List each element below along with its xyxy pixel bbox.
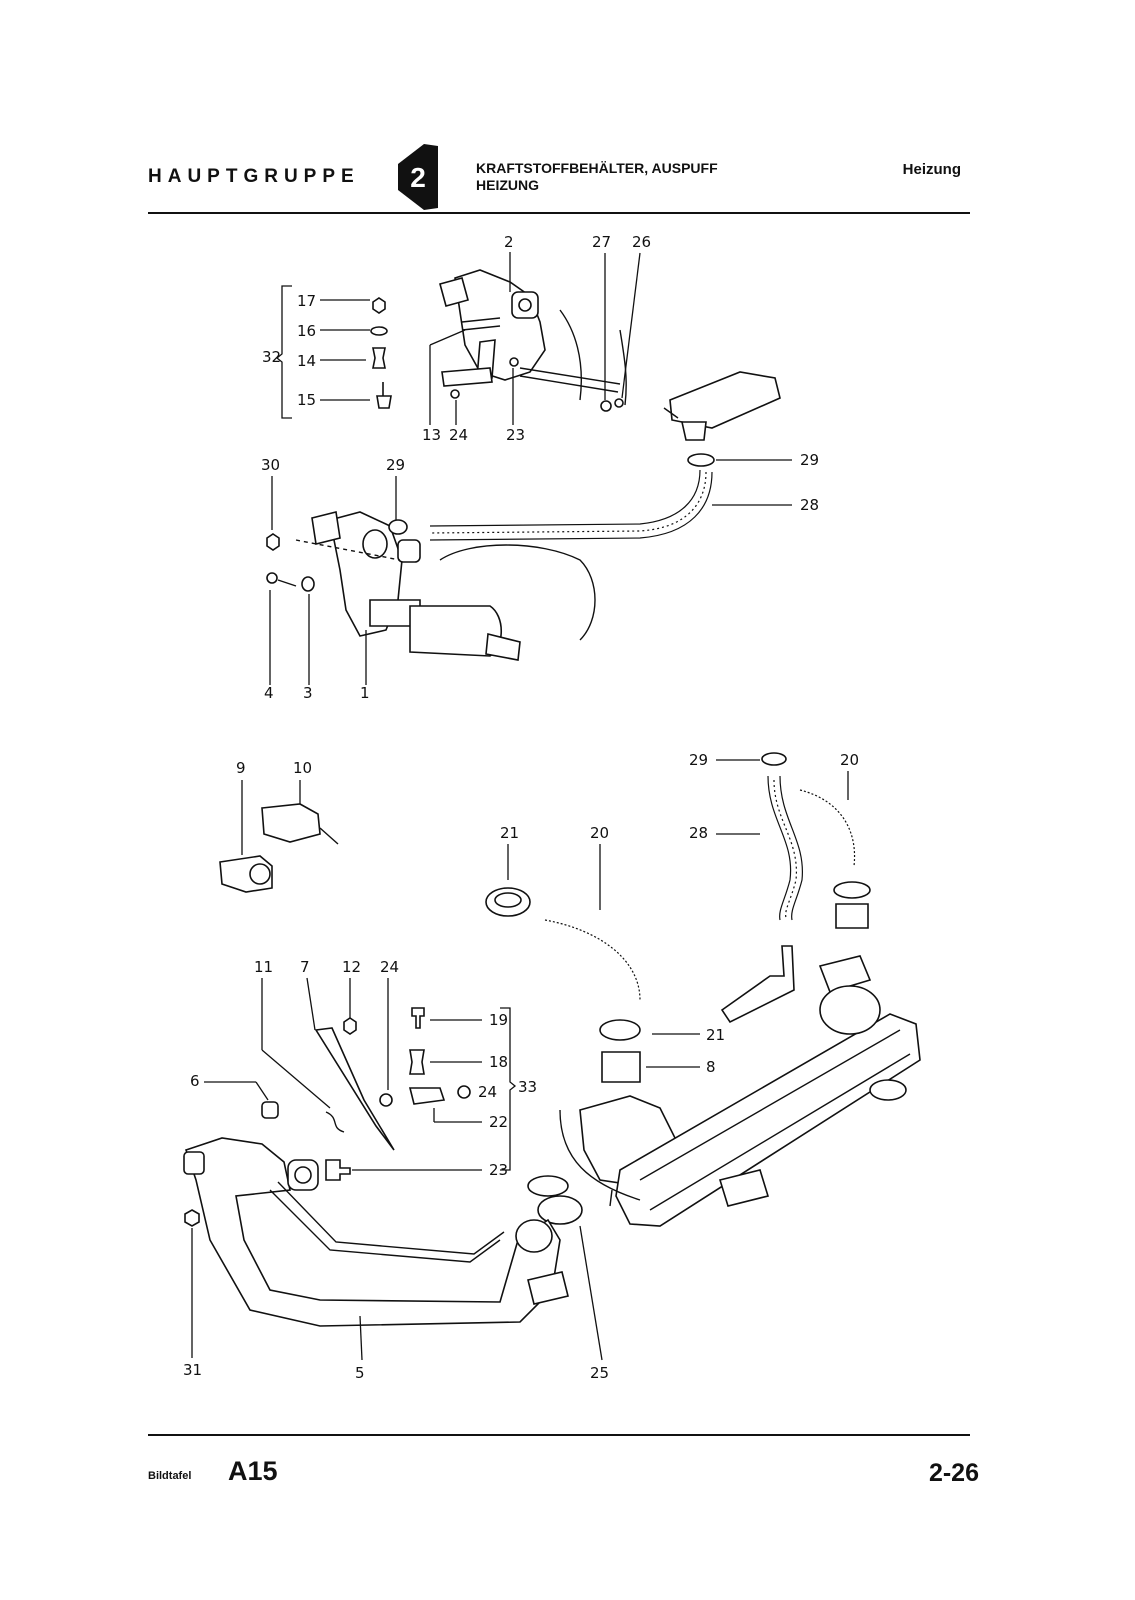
control-cable: [519, 367, 621, 393]
nut-part-30: [266, 533, 280, 551]
sleeve-part-8: [601, 1051, 641, 1083]
heater-hose-28-upper: [429, 469, 713, 541]
bolt-part-4: [266, 572, 278, 584]
callout-22: 22: [489, 1113, 508, 1131]
group-32-bracket: [275, 285, 292, 419]
callout-16: 16: [297, 322, 316, 340]
callout-32: 32: [262, 348, 281, 366]
callout-12: 12: [342, 958, 361, 976]
callout-18: 18: [489, 1053, 508, 1071]
callout-23: 23: [489, 1161, 508, 1179]
callout-21-top: 21: [500, 824, 519, 842]
header-rule: [148, 212, 970, 214]
muffler-flange: [818, 955, 872, 993]
bolt-part-15: [376, 382, 392, 409]
lower-assembly: 9 10 29 20 28 21 20 11 7 12: [183, 751, 921, 1382]
callout-2: 2: [504, 233, 514, 251]
callout-7: 7: [300, 958, 310, 976]
bush-part-6: [261, 1101, 279, 1119]
group-number: 2: [410, 162, 426, 193]
callout-20-center: 20: [590, 824, 609, 842]
main-group-label: HAUPTGRUPPE: [148, 166, 360, 187]
subsection-label: Heizung: [902, 161, 961, 178]
section-title: KRAFTSTOFFBEHÄLTER, AUSPUFF HEIZUNG: [476, 160, 718, 194]
callout-28-right: 28: [800, 496, 819, 514]
muffler: [615, 1013, 921, 1227]
callout-24-top: 24: [449, 426, 468, 444]
callout-33: 33: [518, 1078, 537, 1096]
callout-24-group: 24: [478, 1083, 497, 1101]
callout-10: 10: [293, 759, 312, 777]
spacer-part-18: [409, 1049, 425, 1075]
heater-duct-upper: [669, 371, 781, 429]
callout-21-center: 21: [706, 1026, 725, 1044]
bolt-part-23: [325, 1159, 351, 1181]
washer-part-16: [370, 326, 388, 336]
footer-rule: [148, 1434, 970, 1436]
guide-plate: [720, 945, 795, 1024]
callout-6: 6: [190, 1072, 200, 1090]
heater-hose-28-lower: [767, 775, 803, 921]
section-title-line2: HEIZUNG: [476, 177, 539, 193]
spacer-part-14: [372, 347, 386, 369]
callout-3: 3: [303, 684, 313, 702]
callout-1: 1: [360, 684, 370, 702]
callout-30: 30: [261, 456, 280, 474]
heater-silencer: [409, 605, 502, 657]
group-number-badge: 2: [398, 144, 438, 210]
sleeve-part-8-right: [835, 903, 869, 929]
callout-29-right: 29: [800, 451, 819, 469]
callout-25: 25: [590, 1364, 609, 1382]
clip-part-29-lower: [761, 752, 787, 766]
bolt-part-19: [411, 1007, 425, 1029]
callout-28-lower: 28: [689, 824, 708, 842]
lever-part-7: [314, 1027, 395, 1151]
clip-part-24-lower: [457, 1085, 471, 1099]
callout-15: 15: [297, 391, 316, 409]
callout-4: 4: [264, 684, 274, 702]
clip-part-29-left: [388, 519, 408, 535]
lever-part-22: [408, 1087, 446, 1105]
nut-part-17: [372, 297, 386, 314]
lever-part-13: [441, 367, 493, 387]
callout-20-right: 20: [840, 751, 859, 769]
callout-9: 9: [236, 759, 246, 777]
clip-part-29-upper: [687, 453, 715, 467]
plate-label: Bildtafel: [148, 1470, 192, 1482]
page-number: 2-26: [928, 1459, 979, 1487]
clamp-part-21-right: [833, 881, 871, 899]
nut-part-12: [343, 1017, 357, 1035]
callout-14: 14: [297, 352, 316, 370]
heat-exchanger-part-5: [184, 1137, 561, 1327]
upper-assembly: 32 17 16 14 15 2 27 26 13 2: [261, 233, 819, 702]
callout-31: 31: [183, 1361, 202, 1379]
callout-27: 27: [592, 233, 611, 251]
heat-exchanger-right: [454, 269, 546, 381]
callout-29-left: 29: [386, 456, 405, 474]
group-33-bracket: [500, 1007, 517, 1171]
heater-hose-20-right: [799, 789, 856, 867]
spring-part-11: [325, 1111, 345, 1133]
nut-part-31: [184, 1209, 200, 1227]
callout-11: 11: [254, 958, 273, 976]
callout-13: 13: [422, 426, 441, 444]
clip-part-24: [379, 1093, 393, 1107]
callout-17: 17: [297, 292, 316, 310]
callout-8: 8: [706, 1058, 716, 1076]
callout-19: 19: [489, 1011, 508, 1029]
callout-24-mid: 24: [380, 958, 399, 976]
callout-29-lower: 29: [689, 751, 708, 769]
callout-23-top: 23: [506, 426, 525, 444]
section-title-line1: KRAFTSTOFFBEHÄLTER, AUSPUFF: [476, 160, 718, 176]
washer-part-3: [301, 576, 315, 592]
clamp-part-25: [537, 1195, 583, 1225]
plate-code: A15: [228, 1456, 278, 1486]
callout-26: 26: [632, 233, 651, 251]
callout-5: 5: [355, 1364, 365, 1382]
clamp-part-21-center: [599, 1019, 641, 1041]
tailpipe: [718, 1169, 770, 1207]
heater-hose-20-center: [544, 919, 641, 1001]
cover-part-10: [261, 803, 321, 843]
